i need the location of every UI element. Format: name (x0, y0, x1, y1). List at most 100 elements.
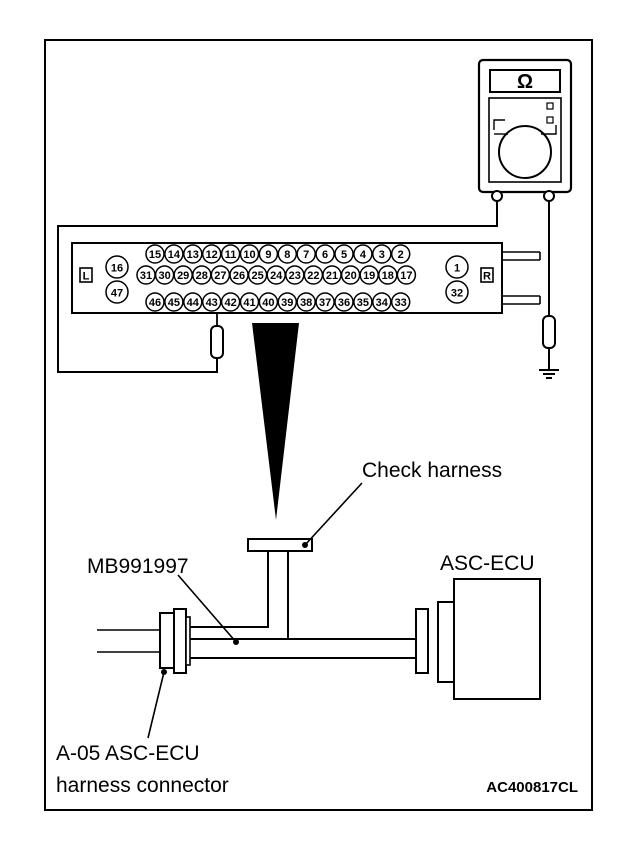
pin-circle (445, 280, 469, 304)
pin-circle (353, 292, 373, 312)
pin-number: 37 (319, 297, 331, 309)
pin-number: 28 (196, 270, 208, 282)
pin-number: 2 (398, 249, 404, 261)
connector-pin: 5 (334, 244, 354, 264)
pin-number: 35 (357, 297, 369, 309)
leader-check-harness (304, 482, 363, 546)
pin-circle (183, 292, 203, 312)
pin-number: 3 (379, 249, 385, 261)
pin-circle (372, 292, 392, 312)
connector-pin: 25 (247, 265, 268, 285)
connector-pin: 34 (372, 292, 392, 312)
pin-circle (105, 280, 129, 304)
leader-dot (233, 639, 239, 645)
pin-circle (315, 244, 335, 264)
pin-circle (105, 255, 129, 279)
zoom-wedge (252, 323, 299, 520)
test-lead-jack (543, 190, 555, 202)
pin-circle (183, 244, 203, 264)
pin-number: 38 (300, 297, 312, 309)
label-harness-connector-line1: A-05 ASC-ECU (56, 742, 200, 765)
connector-pin: 35 (353, 292, 373, 312)
pin-number: 41 (243, 297, 255, 309)
connector-side-marker (480, 267, 494, 283)
pin-number: 27 (214, 270, 226, 282)
pin-number: 39 (281, 297, 293, 309)
connector-pin: 1 (445, 255, 469, 279)
connector-pin: 27 (210, 265, 231, 285)
connector-pin: 28 (192, 265, 212, 285)
connector-pin: 18 (378, 265, 398, 285)
connector-pin: 11 (220, 244, 241, 264)
connector-side-left: L (83, 271, 90, 283)
pin-number: 34 (376, 297, 389, 309)
pin-circle (390, 244, 411, 264)
leader-tool (177, 574, 237, 643)
pin-number: 26 (233, 270, 245, 282)
pin-number: 1 (454, 262, 460, 274)
pin-number: 20 (344, 270, 356, 282)
pin-circle (334, 244, 354, 264)
pin-circle (201, 292, 222, 312)
label-harness-connector-line2: harness connector (56, 774, 229, 797)
pin-number: 9 (265, 249, 271, 261)
pin-number: 24 (270, 270, 283, 282)
leader-dot (161, 669, 167, 675)
range-indicator (546, 116, 554, 124)
connector-pin: 4 (353, 244, 373, 264)
pin-number: 25 (251, 270, 263, 282)
connector-pin: 26 (229, 265, 249, 285)
pin-circle (145, 244, 165, 264)
connector-pin: 12 (201, 244, 222, 264)
ground-probe (542, 315, 556, 349)
pin-circle (353, 244, 373, 264)
pin-circle (390, 292, 411, 312)
asc-ecu-box (453, 578, 541, 700)
pin-number: 40 (262, 297, 274, 309)
pin-circle (164, 244, 184, 264)
range-arc (541, 125, 557, 135)
pin-number: 12 (206, 249, 218, 261)
pin-circle (145, 292, 165, 312)
connector-pin: 14 (164, 244, 184, 264)
figure-frame (44, 39, 593, 811)
pin-circle (445, 255, 469, 279)
connector-pin: 31 (136, 265, 156, 285)
pin-circle (220, 292, 241, 312)
connector-pin: 32 (445, 280, 469, 304)
connector-pin: 16 (105, 255, 129, 279)
pin-number: 23 (289, 270, 301, 282)
connector-pin: 21 (322, 265, 342, 285)
pin-number: 36 (338, 297, 350, 309)
label-tool: MB991997 (87, 555, 189, 578)
connector-pin: 39 (277, 292, 298, 312)
pin-circle (315, 292, 335, 312)
pin-number: 32 (451, 287, 463, 299)
pin-number: 8 (284, 249, 290, 261)
test-lead-jack (491, 190, 503, 202)
pin-circle (277, 292, 298, 312)
connector-pin: 30 (154, 265, 175, 285)
pin-number: 29 (177, 270, 189, 282)
connector-pin: 3 (372, 244, 392, 264)
connector-pin: 44 (183, 292, 203, 312)
pin-number: 4 (360, 249, 367, 261)
pin-circle (258, 292, 279, 312)
tool-connector-right (415, 608, 429, 674)
ohm-symbol: Ω (517, 71, 533, 93)
ground-icon (539, 369, 559, 379)
connector-pin: 43 (201, 292, 222, 312)
leader-harness-connector (147, 671, 165, 739)
connector-pin: 13 (183, 244, 203, 264)
pin-circle (220, 244, 241, 264)
pin-circle (277, 244, 298, 264)
pin-circle (164, 292, 184, 312)
tool-connector-left (185, 616, 191, 666)
connector-pin: 19 (359, 265, 379, 285)
connector-pin: 9 (258, 244, 279, 264)
